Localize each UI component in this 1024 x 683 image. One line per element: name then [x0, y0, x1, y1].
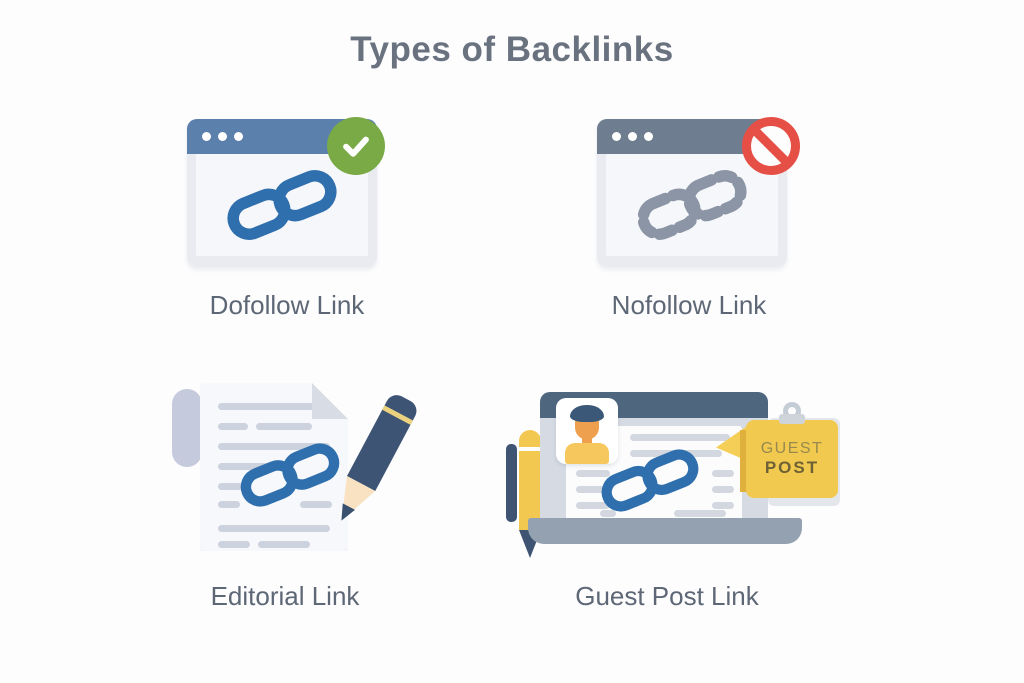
- badge-text-guest: GUEST: [760, 440, 824, 458]
- guest-post-label: Guest Post Link: [575, 581, 759, 611]
- broken-chain-link-icon: [630, 165, 754, 245]
- editorial-document-icon: [200, 383, 348, 551]
- window-dot-icon: [218, 132, 227, 141]
- text-line: [218, 483, 244, 490]
- window-dot-icon: [202, 132, 211, 141]
- avatar-hair: [570, 405, 604, 422]
- text-line: [218, 463, 278, 470]
- badge-clip-clamp: [779, 414, 805, 424]
- document-curl: [172, 389, 202, 467]
- badge-text-post: POST: [764, 458, 820, 478]
- text-line: [576, 486, 606, 493]
- text-line: [576, 502, 610, 509]
- chain-link-icon: [220, 165, 344, 245]
- page-corner-fold: [312, 383, 348, 419]
- text-line: [256, 423, 312, 430]
- text-line: [712, 502, 734, 509]
- pen-highlight: [519, 447, 541, 451]
- text-line: [218, 525, 330, 532]
- avatar-neck: [582, 436, 592, 446]
- editorial-label: Editorial Link: [210, 581, 360, 611]
- avatar: [556, 398, 618, 464]
- pen-icon: [506, 430, 542, 570]
- text-line: [630, 434, 730, 441]
- laptop-base: [528, 518, 802, 544]
- browser-content: [196, 154, 368, 256]
- text-line: [218, 423, 248, 430]
- text-line: [258, 541, 310, 548]
- text-line: [712, 486, 734, 493]
- browser-content: [606, 154, 778, 256]
- text-line: [218, 541, 250, 548]
- text-line: [218, 403, 324, 410]
- text-line: [576, 470, 610, 477]
- avatar-shirt: [565, 443, 609, 464]
- page-title: Types of Backlinks: [350, 30, 674, 69]
- badge-fold: [740, 430, 748, 492]
- pen-clip: [506, 444, 517, 522]
- window-dot-icon: [628, 132, 637, 141]
- nofollow-browser-icon: [597, 119, 787, 267]
- text-line: [300, 501, 332, 508]
- text-line: [218, 501, 240, 508]
- pen-body: [519, 430, 541, 530]
- window-dot-icon: [644, 132, 653, 141]
- blocked-badge-icon: [742, 117, 800, 175]
- text-line: [218, 443, 330, 450]
- text-line: [674, 510, 726, 517]
- text-line: [600, 510, 616, 517]
- guest-post-badge: GUEST POST: [746, 420, 838, 498]
- window-dot-icon: [612, 132, 621, 141]
- blocked-bar: [752, 127, 790, 165]
- nofollow-label: Nofollow Link: [611, 290, 767, 320]
- window-dot-icon: [234, 132, 243, 141]
- check-badge-icon: [327, 117, 385, 175]
- checkmark-icon: [343, 136, 369, 157]
- chain-link-icon: [234, 439, 346, 511]
- dofollow-label: Dofollow Link: [209, 290, 365, 320]
- text-line: [712, 470, 734, 477]
